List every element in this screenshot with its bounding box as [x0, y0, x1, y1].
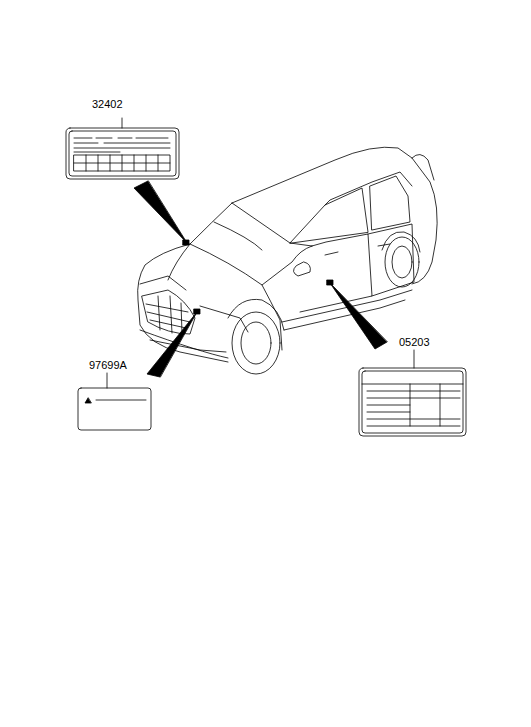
callout-number: 05203 [398, 336, 431, 349]
label-plate [66, 118, 189, 245]
callout-number: 32402 [91, 98, 124, 111]
tire-label [327, 280, 466, 436]
car-outline [138, 147, 438, 374]
warning-label [78, 309, 200, 430]
callout-number: 97699A [88, 359, 128, 372]
